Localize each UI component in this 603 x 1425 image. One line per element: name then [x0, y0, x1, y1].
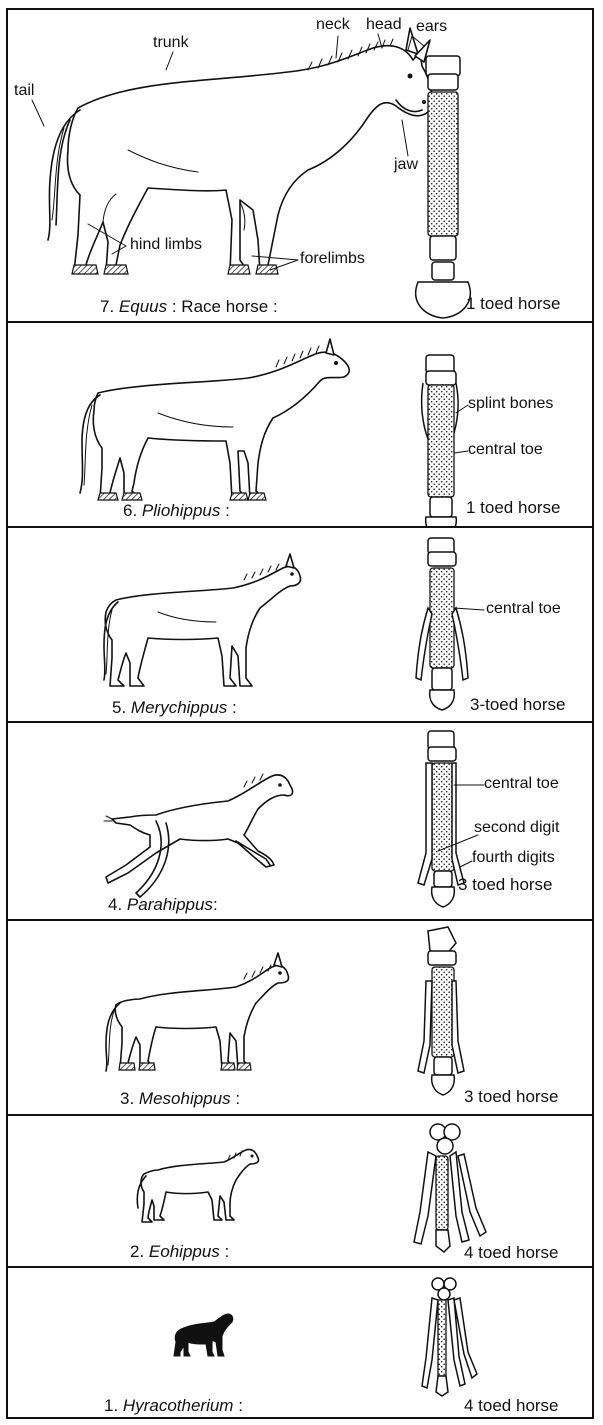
panel-eohippus: 2. Eohippus : 4 toed horse	[6, 1116, 594, 1268]
label-second-digit: second digit	[474, 819, 559, 837]
panel-mesohippus: 3. Mesohippus : 3 toed horse	[6, 921, 594, 1116]
caption-parahippus: 4. Parahippus:	[108, 895, 218, 915]
label-central-toe-5: central toe	[486, 600, 561, 618]
equus-foot-skeleton	[8, 10, 594, 323]
label-central-toe-6: central toe	[468, 441, 543, 459]
central-toe-bone	[428, 92, 458, 236]
central-toe-bone	[430, 568, 454, 668]
panel-merychippus: central toe 5. Merychippus : 3-toed hors…	[6, 528, 594, 723]
panel-parahippus: central toe second digit fourth digits 4…	[6, 723, 594, 921]
label-head: head	[366, 16, 402, 34]
toe-count-parahippus: 3 toed horse	[458, 875, 553, 895]
horse-evolution-figure: neck head ears trunk tail jaw hind limbs…	[6, 8, 596, 1419]
label-neck: neck	[316, 16, 350, 34]
merychippus-foot-skeleton	[8, 528, 594, 723]
central-toe-bone	[432, 967, 454, 1057]
label-jaw: jaw	[394, 156, 418, 174]
panel-hyracotherium: 1. Hyracotherium : 4 toed horse	[6, 1268, 594, 1419]
panel-equus: neck head ears trunk tail jaw hind limbs…	[6, 8, 594, 323]
toe-count-eohippus: 4 toed horse	[464, 1243, 559, 1263]
label-fourth-digits: fourth digits	[472, 849, 555, 867]
panel-pliohippus: splint bones central toe 6. Pliohippus :…	[6, 323, 594, 528]
label-hind-limbs: hind limbs	[130, 236, 202, 254]
label-central-toe-4: central toe	[484, 775, 559, 793]
caption-equus: 7. Equus : Race horse :	[100, 297, 278, 317]
caption-merychippus: 5. Merychippus :	[112, 698, 237, 718]
central-toe-bone	[432, 763, 454, 871]
label-trunk: trunk	[153, 34, 189, 52]
caption-pliohippus: 6. Pliohippus :	[123, 501, 230, 521]
central-toe-bone	[436, 1156, 448, 1230]
toe-count-mesohippus: 3 toed horse	[464, 1087, 559, 1107]
caption-hyracotherium: 1. Hyracotherium :	[104, 1396, 243, 1416]
caption-mesohippus: 3. Mesohippus :	[120, 1089, 240, 1109]
toe-count-pliohippus: 1 toed horse	[466, 498, 561, 518]
toe-count-equus: 1 toed horse	[466, 294, 561, 314]
central-toe-bone	[428, 385, 454, 497]
toe-count-hyracotherium: 4 toed horse	[464, 1396, 559, 1416]
label-splint-bones: splint bones	[468, 395, 553, 413]
central-toe-bone	[438, 1300, 446, 1376]
label-forelimbs: forelimbs	[300, 250, 365, 268]
toe-count-merychippus: 3-toed horse	[470, 695, 565, 715]
label-tail: tail	[14, 82, 34, 100]
label-ears: ears	[416, 18, 447, 36]
caption-eohippus: 2. Eohippus :	[130, 1242, 229, 1262]
